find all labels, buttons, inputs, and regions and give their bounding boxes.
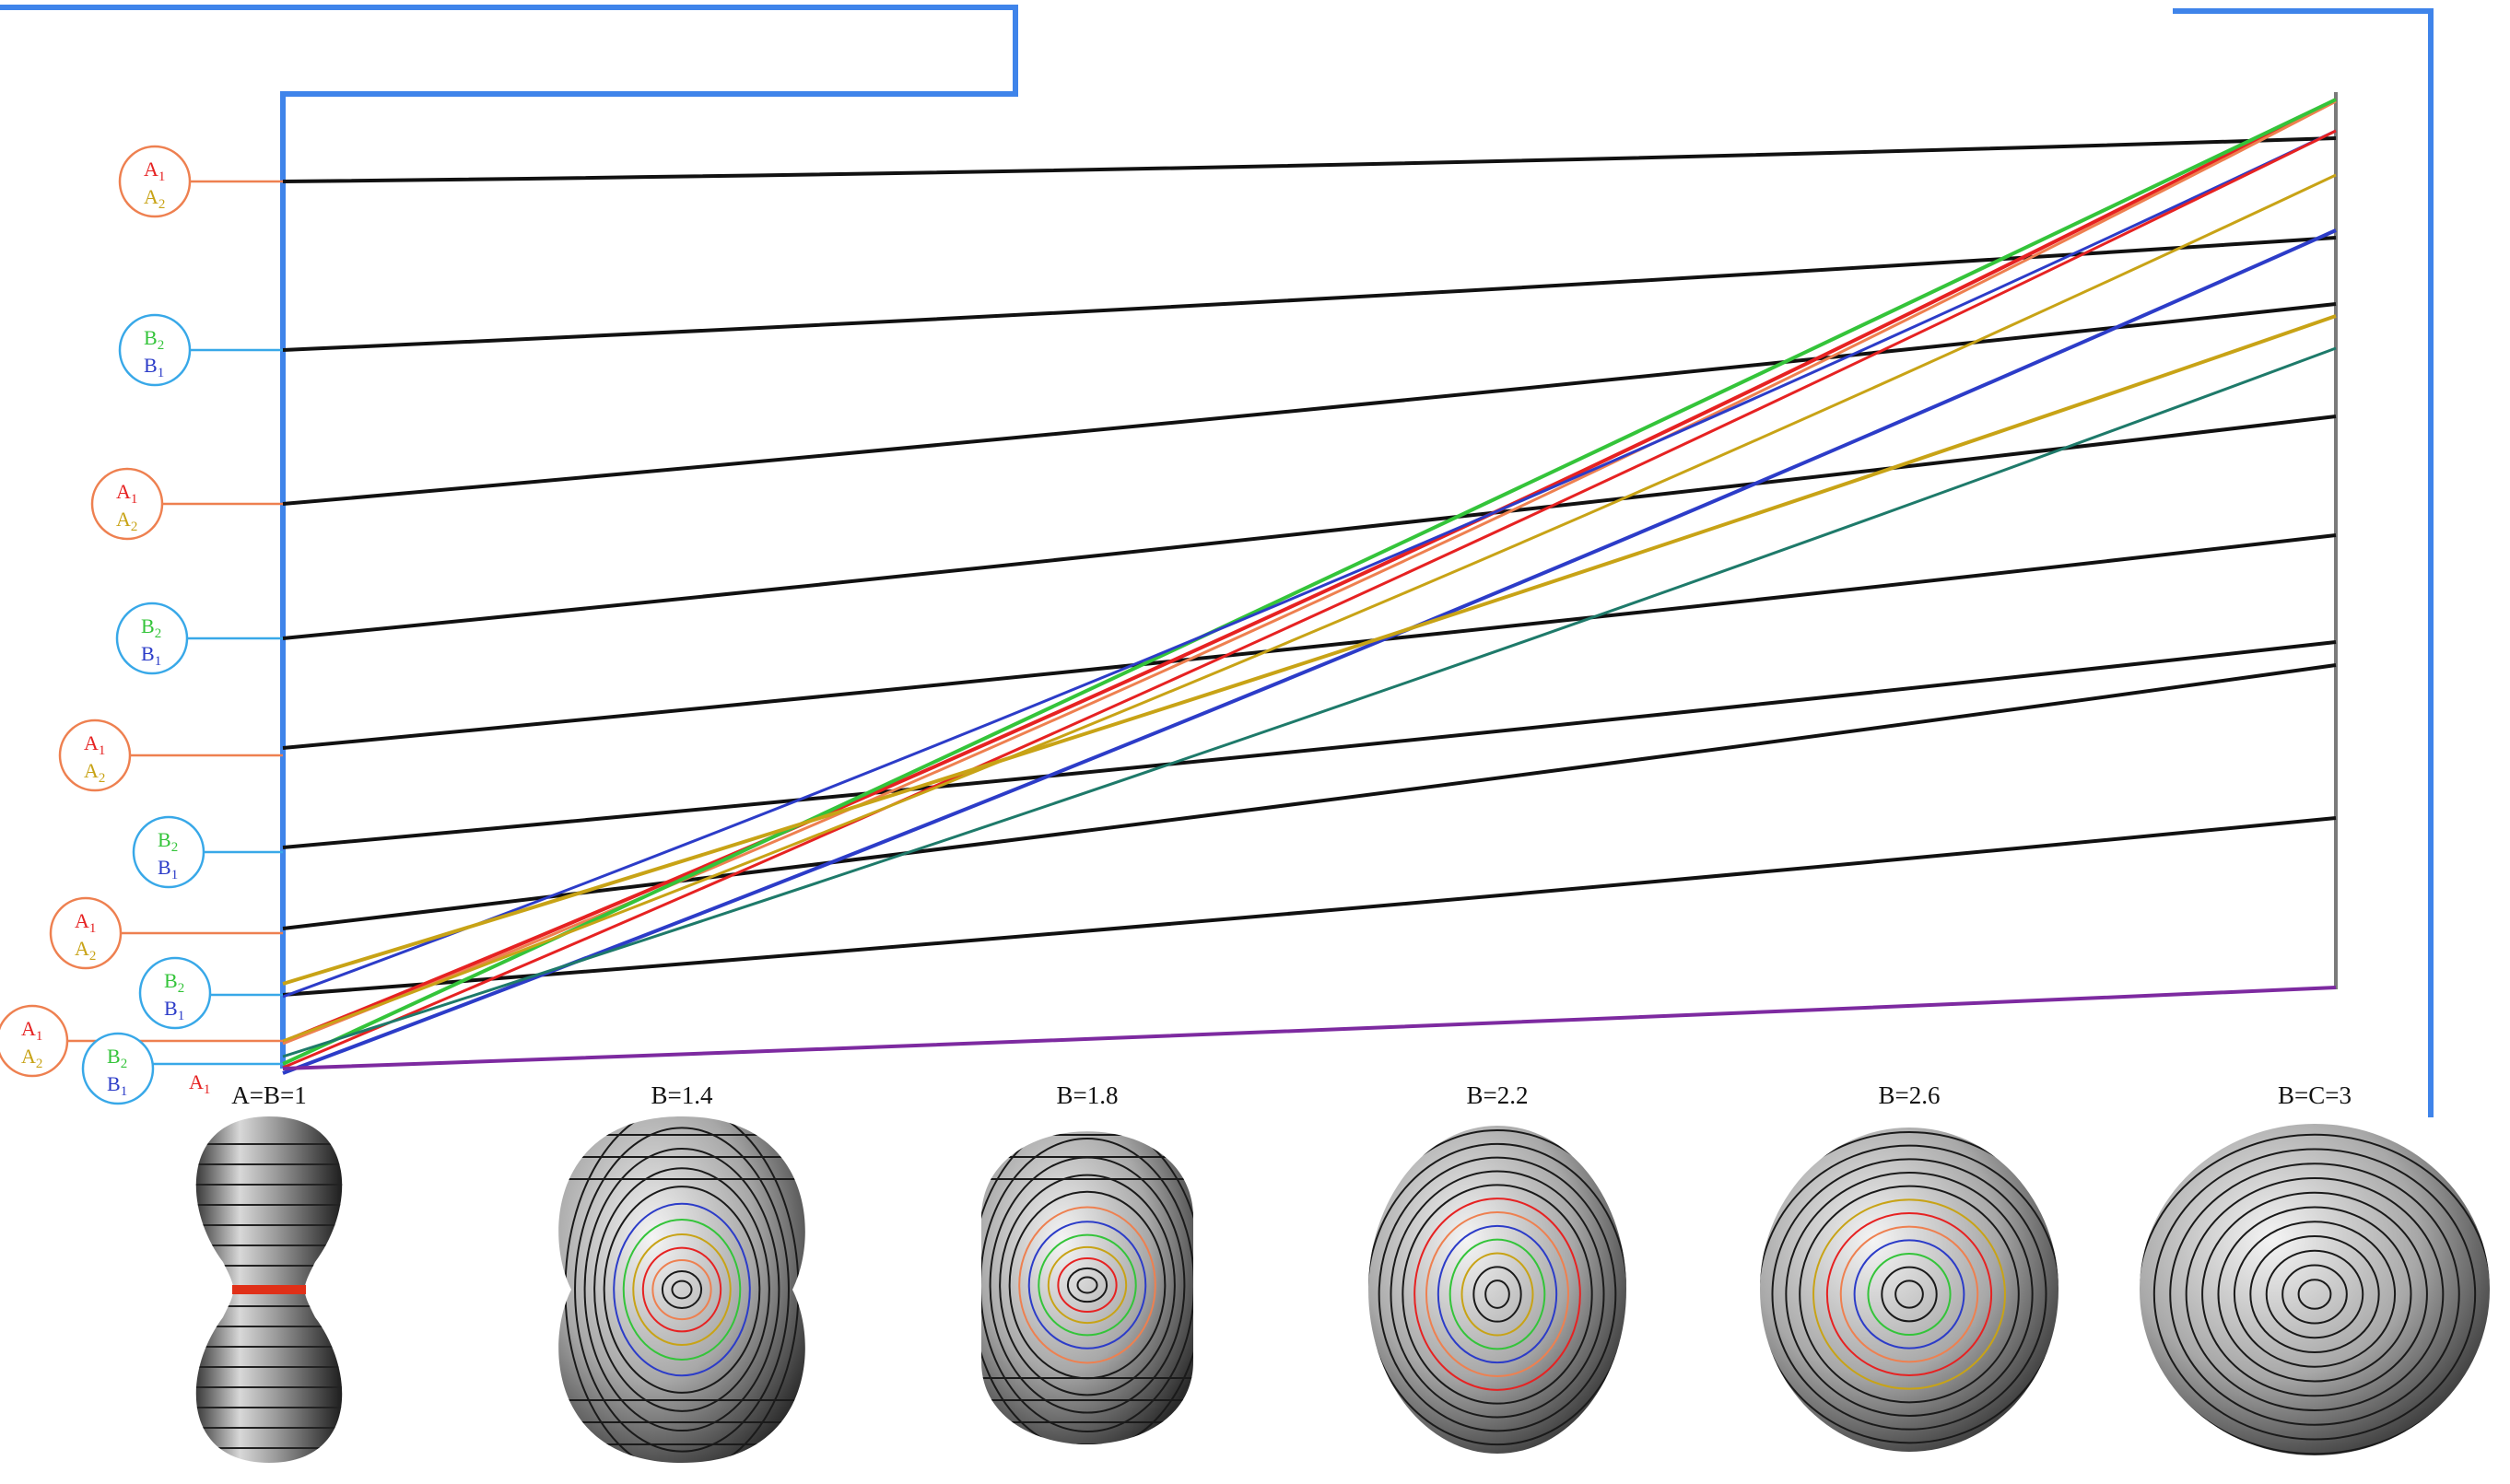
bubble-label-b1: B1 bbox=[158, 856, 178, 882]
orange-level bbox=[282, 98, 2337, 1044]
teal-level bbox=[282, 346, 2337, 1058]
shape-round-oval: B=2.6 bbox=[1760, 1081, 2058, 1452]
bubble-label-b1: B1 bbox=[144, 354, 164, 380]
bottom-purple-level bbox=[282, 986, 2337, 1070]
shape-label: B=C=3 bbox=[2278, 1081, 2352, 1109]
shape-body bbox=[981, 1131, 1193, 1444]
black-level-0 bbox=[282, 136, 2337, 183]
black-level-6 bbox=[282, 663, 2337, 930]
shape-label: A=B=1 bbox=[231, 1081, 306, 1109]
shape-dumbbell: A=B=1 bbox=[195, 1081, 343, 1463]
black-level-7 bbox=[282, 816, 2337, 997]
bubble-label-b1: B1 bbox=[141, 642, 161, 669]
bubble-label-a2: A2 bbox=[116, 508, 137, 534]
frame-left-bracket bbox=[0, 5, 1018, 1069]
frame-right-bracket bbox=[2173, 8, 2434, 1117]
black-level-3 bbox=[282, 415, 2337, 640]
shape-disk: B=C=3 bbox=[2140, 1081, 2490, 1455]
shape-renderings: A=B=1 B=1.4 B=1.8 B=2.2 B=2.6 B=C=3 bbox=[195, 1081, 2490, 1463]
bubble-label-b2: B2 bbox=[164, 969, 184, 996]
bubble-label-a2: A2 bbox=[84, 759, 105, 786]
green-level bbox=[282, 98, 2337, 1066]
shape-body bbox=[1760, 1128, 2058, 1452]
red-level bbox=[282, 129, 2337, 1069]
shape-label: B=1.8 bbox=[1057, 1081, 1119, 1109]
bubble-label-a1: A1 bbox=[21, 1017, 42, 1044]
bubble-label-a1: A1 bbox=[116, 480, 137, 507]
black-level-5 bbox=[282, 640, 2337, 849]
shape-label: B=1.4 bbox=[651, 1081, 713, 1109]
yellow-green-level bbox=[282, 314, 2337, 986]
shape-capsule: B=1.8 bbox=[981, 1081, 1193, 1444]
bubble-label-b1: B1 bbox=[164, 997, 184, 1023]
bubble-label-a1: A1 bbox=[75, 909, 96, 936]
shape-label: B=2.2 bbox=[1467, 1081, 1529, 1109]
blue-level bbox=[282, 129, 2337, 999]
bubble-label-a1: A1 bbox=[144, 158, 165, 184]
bubble-label-a2: A2 bbox=[75, 937, 96, 964]
bubble-label-b2: B2 bbox=[141, 614, 161, 641]
shape-peanut: B=1.4 bbox=[558, 1081, 805, 1463]
shape-body bbox=[1368, 1126, 1626, 1454]
bubble-label-a1: A1 bbox=[84, 731, 105, 758]
bottom-a1-label: A1 bbox=[189, 1070, 210, 1097]
shape-oval: B=2.2 bbox=[1368, 1081, 1626, 1454]
black-level-4 bbox=[282, 533, 2337, 750]
purple-level bbox=[282, 228, 2337, 1075]
level-lines bbox=[282, 98, 2337, 1075]
bubble-label-b2: B2 bbox=[158, 828, 178, 855]
bubble-label-a2: A2 bbox=[21, 1045, 42, 1071]
bubble-label-b1: B1 bbox=[107, 1072, 127, 1099]
bubble-label-a2: A2 bbox=[144, 185, 165, 212]
bubble-label-b2: B2 bbox=[107, 1045, 127, 1071]
bubble-label-b2: B2 bbox=[144, 326, 164, 353]
orange-level-2 bbox=[282, 99, 2337, 1046]
yellow-level bbox=[282, 173, 2337, 1043]
black-level-2 bbox=[282, 302, 2337, 506]
shape-body bbox=[2140, 1124, 2490, 1455]
shape-label: B=2.6 bbox=[1879, 1081, 1941, 1109]
equator-band bbox=[232, 1285, 306, 1294]
